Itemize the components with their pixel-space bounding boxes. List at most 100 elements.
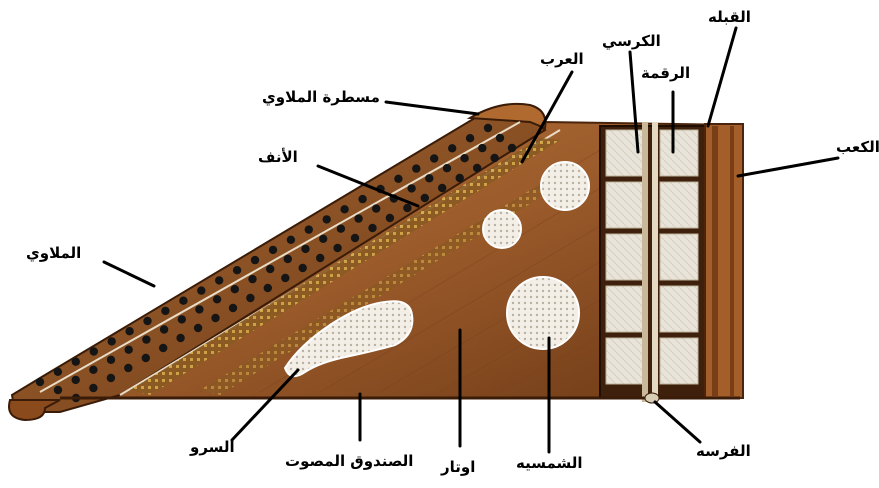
label-sarw: السرو: [190, 440, 235, 455]
tuning-pin: [143, 317, 151, 325]
tuning-pin: [319, 235, 327, 243]
leader-farasa: [655, 402, 700, 442]
leader-kaab: [738, 158, 838, 176]
tuning-pin: [108, 337, 116, 345]
bridge-bar-right: [652, 122, 658, 402]
label-arab: العرب: [540, 52, 584, 67]
tuning-pin: [466, 134, 474, 142]
tuning-pin: [421, 194, 429, 202]
label-shamsiya: الشمسيه: [516, 456, 583, 471]
end-strip-2: [730, 126, 734, 396]
tuning-pin: [231, 285, 239, 293]
label-awtar: اوتار: [441, 460, 475, 475]
label-anf: الأنف: [258, 150, 298, 165]
tuning-pin: [161, 307, 169, 315]
tuning-pin: [316, 254, 324, 262]
skin-panel: [606, 182, 644, 228]
tuning-pin: [403, 204, 411, 212]
tuning-pin: [178, 315, 186, 323]
tuning-pin: [213, 295, 221, 303]
tuning-pin: [299, 264, 307, 272]
label-qibla: القبله: [708, 10, 751, 25]
skin-panel: [660, 234, 698, 280]
tuning-pin: [72, 376, 80, 384]
tuning-pin: [456, 174, 464, 182]
label-farasa: الفرسه: [696, 444, 751, 459]
leader-masatara: [386, 102, 478, 114]
end-strip: [712, 126, 718, 396]
bridge-bar-left: [642, 122, 648, 402]
tuning-pin: [305, 225, 313, 233]
label-sunduq: الصندوق المصوت: [285, 454, 413, 469]
label-kaab: الكعب: [836, 140, 879, 155]
tuning-pin: [284, 255, 292, 263]
tuning-pin: [443, 164, 451, 172]
tuning-pin: [473, 164, 481, 172]
tuning-pin: [125, 327, 133, 335]
tuning-pin: [142, 335, 150, 343]
tuning-pin: [264, 284, 272, 292]
tuning-pin: [107, 374, 115, 382]
tuning-pin: [425, 174, 433, 182]
rosette-large: [507, 277, 579, 349]
tuning-pin: [478, 144, 486, 152]
tuning-pin: [412, 164, 420, 172]
tuning-pin: [89, 366, 97, 374]
tuning-pin: [496, 134, 504, 142]
tuning-pin: [301, 245, 309, 253]
tuning-pin: [233, 266, 241, 274]
label-masatara: مسطرة الملاوي: [262, 90, 380, 105]
tuning-pin: [386, 214, 394, 222]
tuning-pin: [54, 368, 62, 376]
tuning-pin: [124, 364, 132, 372]
tuning-pin: [407, 184, 415, 192]
end-block: [705, 124, 743, 398]
tuning-pin: [333, 244, 341, 252]
skin-panel: [606, 234, 644, 280]
tuning-pin: [430, 154, 438, 162]
tuning-pin: [90, 347, 98, 355]
tuning-pin: [251, 256, 259, 264]
tuning-pin: [337, 225, 345, 233]
tuning-pin: [460, 154, 468, 162]
tuning-pin: [368, 224, 376, 232]
tuning-pin: [179, 297, 187, 305]
skin-panel: [660, 130, 698, 176]
rosette-top: [541, 162, 589, 210]
label-raqma: الرقمة: [641, 66, 690, 81]
tuning-pin: [394, 175, 402, 183]
tuning-pin: [508, 144, 516, 152]
tuning-pin: [269, 246, 277, 254]
tuning-pin: [197, 286, 205, 294]
label-malawi: الملاوي: [26, 246, 81, 261]
tuning-pin: [358, 195, 366, 203]
skin-panel: [660, 338, 698, 384]
tuning-pin: [448, 144, 456, 152]
foot-knob: [645, 393, 659, 403]
skin-panel: [660, 286, 698, 332]
tuning-pin: [176, 334, 184, 342]
leader-qibla: [708, 28, 736, 126]
rosette-small: [483, 210, 521, 248]
tuning-pin: [107, 356, 115, 364]
tuning-pin: [372, 204, 380, 212]
tuning-pin: [323, 215, 331, 223]
tuning-pin: [54, 386, 62, 394]
skin-panel: [606, 338, 644, 384]
tuning-pin: [351, 234, 359, 242]
tuning-pin: [142, 354, 150, 362]
skin-panel: [606, 286, 644, 332]
tuning-pin: [490, 154, 498, 162]
tuning-pin: [125, 346, 133, 354]
tuning-pin: [159, 344, 167, 352]
tuning-pin: [160, 325, 168, 333]
tuning-pin: [229, 304, 237, 312]
tuning-pin: [340, 205, 348, 213]
tuning-pin: [246, 294, 254, 302]
tuning-pin: [287, 236, 295, 244]
tuning-pin: [72, 358, 80, 366]
tuning-pin: [194, 324, 202, 332]
tuning-pin: [36, 378, 44, 386]
